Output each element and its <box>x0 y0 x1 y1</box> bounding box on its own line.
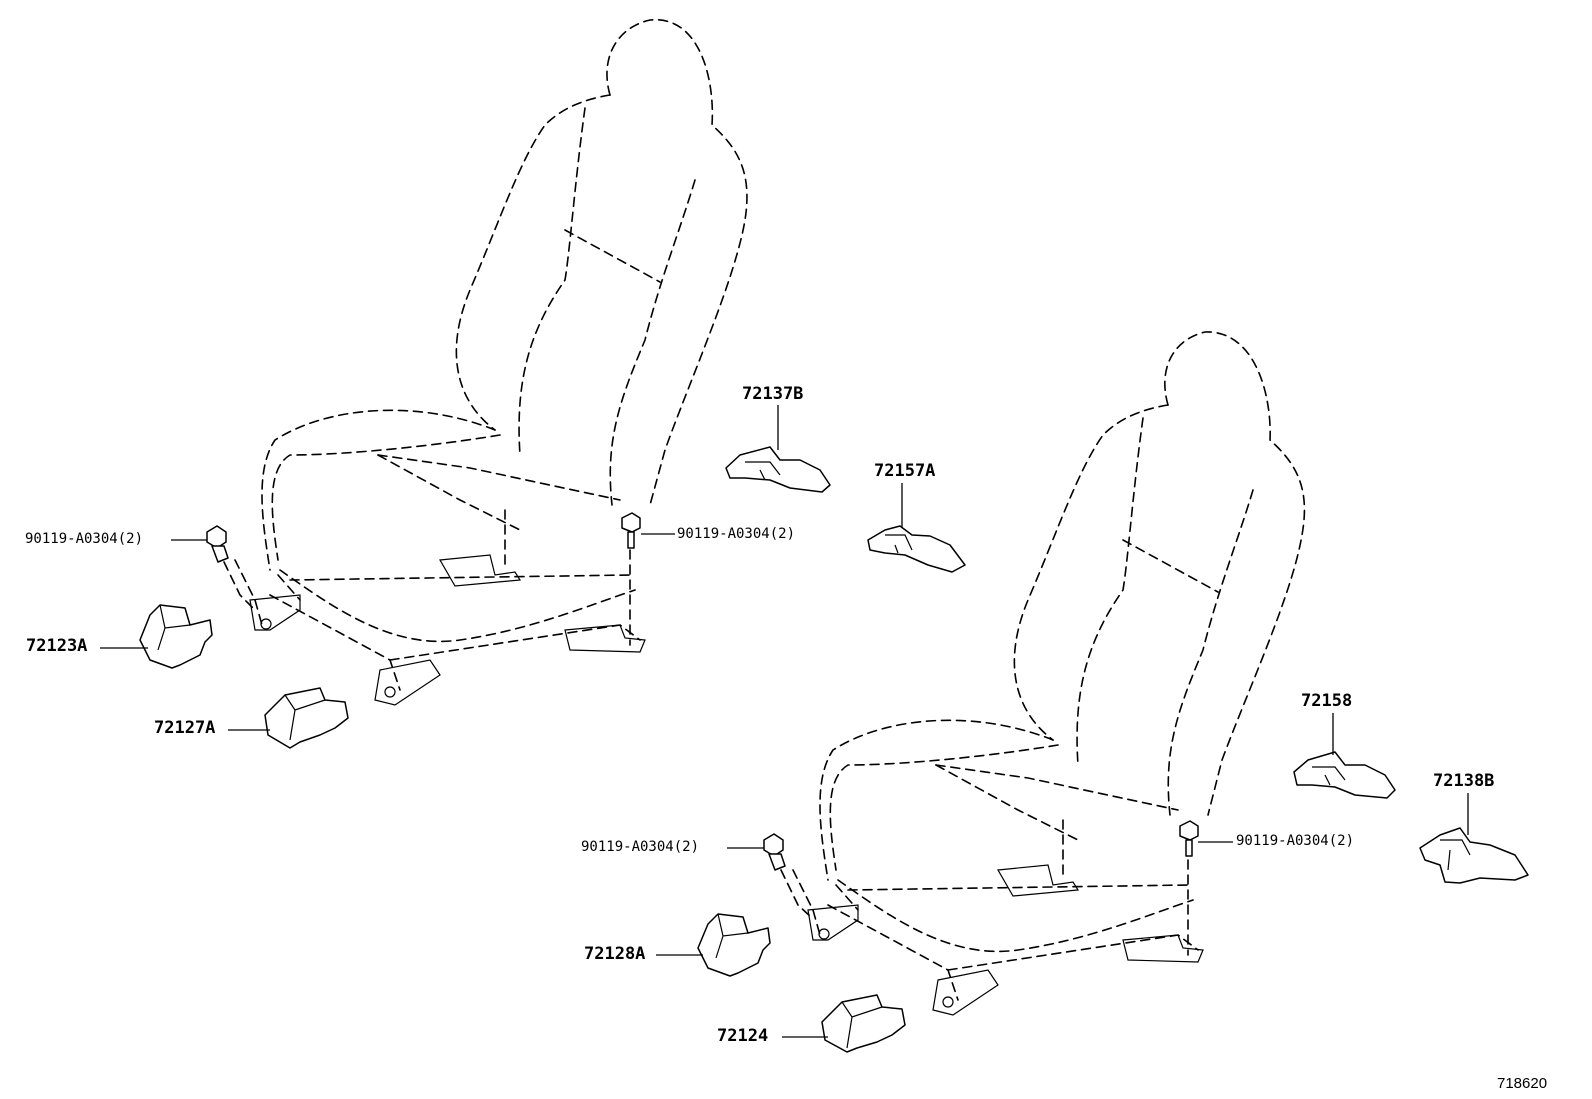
part-72123a-icon <box>139 604 213 669</box>
label-bolt-right-inner: 90119-A0304(2) <box>1236 833 1355 849</box>
label-72158: 72158 <box>1301 691 1353 711</box>
part-72157a-icon <box>867 525 966 573</box>
label-72157a: 72157A <box>874 461 936 481</box>
bolt-right-inner-icon <box>1179 820 1199 857</box>
part-72124-icon <box>821 994 906 1053</box>
label-72138b: 72138B <box>1433 771 1495 791</box>
bolt-left-inner-icon <box>621 512 641 549</box>
right-seat-outline <box>792 331 1306 1016</box>
label-bolt-left-outer: 90119-A0304(2) <box>25 531 144 547</box>
label-bolt-right-outer: 90119-A0304(2) <box>581 839 700 855</box>
leader-lines <box>100 405 1469 1038</box>
label-bolt-left-inner: 90119-A0304(2) <box>677 526 796 542</box>
bolt-right-outer-icon <box>763 833 813 919</box>
part-72138b-icon <box>1419 827 1529 884</box>
part-72128a-icon <box>697 913 771 977</box>
left-seat-outline <box>234 19 748 706</box>
label-72137b: 72137B <box>742 384 804 404</box>
bolt-left-outer-icon <box>206 525 256 611</box>
figure-code: 718620 <box>1497 1075 1548 1092</box>
part-72127a-icon <box>264 687 349 749</box>
label-72124: 72124 <box>717 1026 769 1046</box>
part-72158-icon <box>1293 751 1396 799</box>
label-72123a: 72123A <box>26 636 88 656</box>
label-72127a: 72127A <box>154 718 216 738</box>
label-72128a: 72128A <box>584 944 646 964</box>
part-72137b-icon <box>725 446 831 493</box>
